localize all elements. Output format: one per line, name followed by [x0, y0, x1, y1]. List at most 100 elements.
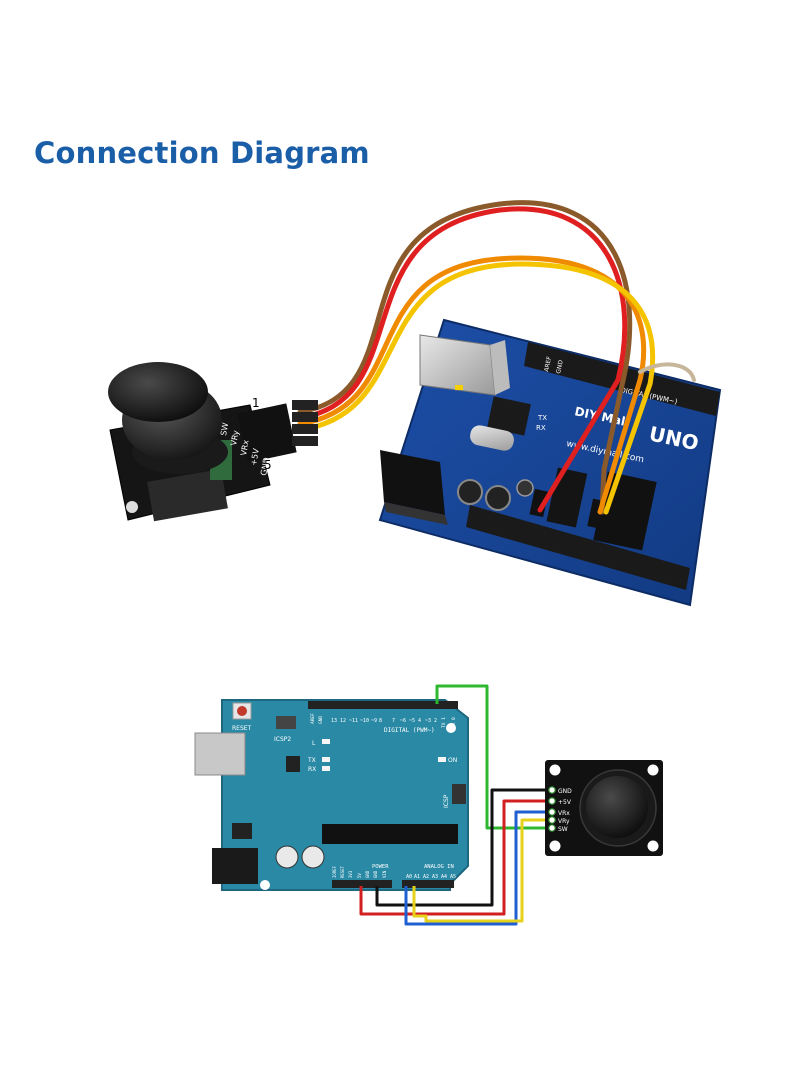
- reset-button-cap: [237, 706, 247, 716]
- reset-label: RESET: [232, 725, 252, 732]
- digital-pin-13: 13: [331, 718, 337, 724]
- usb-chip-photo: [487, 396, 531, 436]
- joystick-pin-5v-dot: [548, 797, 556, 805]
- power-pin-vin: VIN: [382, 870, 387, 878]
- digital-pin-aref: AREF: [310, 713, 316, 724]
- led-tx: [322, 757, 330, 762]
- led-rx-label: RX: [308, 766, 316, 773]
- power-label: POWER: [372, 864, 389, 870]
- digital-pin-7: 7: [392, 718, 395, 724]
- joystick-pin-vry-dot: [548, 816, 556, 824]
- digital-pin-tx1: TX 1: [441, 717, 447, 728]
- digital-pin-12: 12: [340, 718, 346, 724]
- digital-pin-4: 4: [418, 718, 421, 724]
- analog-header: [402, 880, 454, 888]
- voltage-regulator: [232, 823, 252, 839]
- digital-pin-3: ~3: [425, 718, 431, 724]
- led-photo: [455, 385, 463, 390]
- wires-photo: [297, 200, 696, 515]
- wire-gnd: [375, 788, 552, 907]
- digital-pin-gnd: GND: [318, 716, 324, 724]
- digital-label: DIGITAL (PWM~): [384, 727, 435, 734]
- wire-yellow-photo: [297, 261, 656, 515]
- power-pin-reset: RESET: [340, 865, 345, 878]
- analog-pin-labels: A0 A1 A2 A3 A4 A5: [406, 874, 456, 880]
- icsp-label: ICSP: [443, 794, 450, 808]
- analog-pin-a5: A5: [450, 874, 456, 880]
- usb-port-photo: [419, 334, 510, 396]
- icsp2-label: ICSP2: [274, 736, 291, 743]
- wire-orange-photo: [297, 255, 647, 515]
- digital-pin-5: ~5: [409, 718, 415, 724]
- power-header: [332, 880, 392, 888]
- digital-pin-10: ~10: [360, 718, 369, 724]
- wires-schematic: [359, 684, 552, 926]
- digital-pin-rx0: RX 0: [451, 717, 457, 728]
- power-pin-labels: IOREF RESET 3V3 5V GND GND VIN: [332, 865, 387, 878]
- icsp2-header: [276, 716, 296, 729]
- led-tx-label: TX: [307, 757, 316, 764]
- analog-pin-a0: A0: [406, 874, 412, 880]
- joystick-pin-gnd-dot: [548, 786, 556, 794]
- joystick-pin-gnd: GND: [558, 788, 572, 795]
- joystick-pin-3-photo: VRx: [239, 439, 251, 456]
- joystick-pin-5v: +5V: [558, 799, 572, 806]
- joystick-pin-4-photo: +5V: [249, 447, 261, 466]
- wire-sw: [435, 684, 552, 830]
- icsp-header: [452, 784, 466, 804]
- joystick-module-photo: SW VRy VRx +5V GND 1 5: [108, 362, 318, 522]
- capacitor-3-photo: [516, 479, 534, 497]
- microcontroller-photo: [593, 471, 657, 551]
- digital-pin-2: 2: [434, 718, 437, 724]
- power-pin-ioref: IOREF: [332, 865, 337, 878]
- capacitor-1-photo: [457, 479, 483, 505]
- joystick-knob: [586, 776, 648, 838]
- wire-brown-photo: [297, 200, 633, 515]
- joystick-pin-1-photo: SW: [219, 422, 230, 436]
- analog-header-photo: [466, 505, 690, 590]
- joystick-hole-1: [549, 764, 561, 776]
- page-title: Connection Diagram: [34, 136, 370, 170]
- joystick-hole-2: [647, 764, 659, 776]
- dc-jack: [212, 848, 258, 884]
- digital-pin-labels: AREF GND 13 12 ~11 ~10 ~9 8 7 ~6 ~5 4 ~3…: [310, 713, 457, 728]
- digital-header: [308, 701, 458, 709]
- capacitor-2-photo: [485, 485, 511, 511]
- capacitor-2: [301, 845, 325, 869]
- stick-cap-photo: [108, 362, 208, 422]
- analog-label: ANALOG IN: [424, 864, 454, 870]
- led-l: [322, 739, 330, 744]
- wire-tan-photo: [638, 362, 696, 382]
- analog-pin-a3: A3: [432, 874, 438, 880]
- rx-label-photo: RX: [536, 424, 546, 432]
- digital-pin-11: ~11: [349, 718, 358, 724]
- tx-label-photo: TX: [537, 414, 547, 422]
- joystick-pin-vrx-dot: [548, 808, 556, 816]
- led-on: [438, 757, 446, 762]
- joystick-header-photo: [237, 400, 318, 463]
- wire-red-photo: [297, 206, 628, 513]
- usb-chip: [286, 756, 300, 772]
- wire-socket-1-photo: [529, 488, 549, 518]
- joystick-pin-vrx: VRx: [558, 810, 570, 817]
- arduino-schematic: RESET ICSP2 DIGITAL (PWM~) AREF GND 13 1…: [194, 699, 469, 891]
- joystick-pin-2-photo: VRy: [229, 429, 241, 446]
- dc-jack-photo: [380, 450, 448, 525]
- joystick-pin-vry: VRy: [558, 818, 570, 825]
- capacitor-1: [275, 845, 299, 869]
- wire-vcc: [359, 799, 552, 916]
- pin-marker-5-photo: 5: [264, 458, 272, 472]
- joystick-pin-sw: SW: [558, 826, 568, 833]
- joystick-pin-sw-dot: [548, 824, 556, 832]
- wire-vrx: [404, 810, 552, 926]
- schematic: RESET ICSP2 DIGITAL (PWM~) AREF GND 13 1…: [194, 684, 663, 926]
- gnd-label-photo: GND: [555, 359, 565, 374]
- usb-port: [194, 732, 246, 776]
- digital-pin-8: 8: [379, 718, 382, 724]
- led-rx: [322, 766, 330, 771]
- joystick-pin-labels-photo: SW VRy VRx +5V GND: [219, 422, 271, 476]
- analog-pin-a1: A1: [414, 874, 420, 880]
- joystick-pins: GND +5V VRx VRy SW: [548, 786, 572, 833]
- digital-pin-9: ~9: [371, 718, 377, 724]
